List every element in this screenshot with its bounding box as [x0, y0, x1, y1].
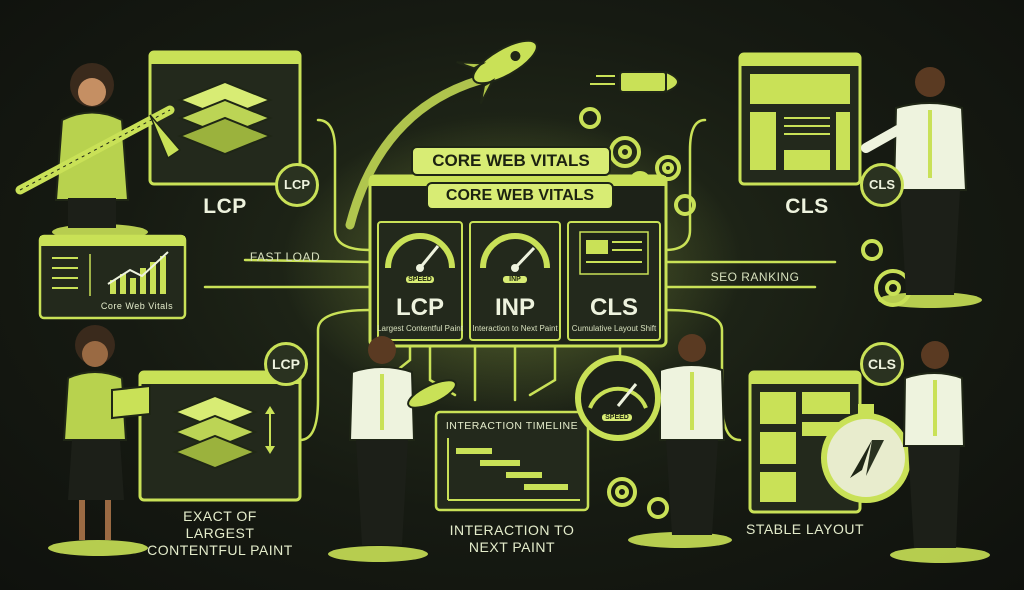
- person-with-caliper: [15, 63, 182, 240]
- caption-line: LARGEST: [185, 525, 255, 541]
- caption-line: STABLE LAYOUT: [745, 521, 864, 537]
- label-gauge-speed: SPEED: [602, 414, 632, 421]
- person-pointing-layout: [861, 67, 982, 308]
- cls-window-bottom: [748, 370, 862, 514]
- metric-cls-desc: Cumulative Layout Shift: [571, 324, 657, 333]
- title-pill-outer: CORE WEB VITALS: [411, 146, 611, 176]
- metric-inp-desc: Interaction to Next Paint: [472, 324, 558, 333]
- badge-lcp-top: LCP: [275, 163, 319, 207]
- gauge-label-inp: INP: [503, 276, 527, 283]
- person-with-rocket: [328, 336, 457, 562]
- badge-cls-top: CLS: [860, 163, 904, 207]
- metric-lcp-desc: Largest Contentful Paint: [377, 324, 463, 333]
- label-lcp-top: LCP: [203, 195, 247, 218]
- mini-dashboard-panel: [38, 234, 187, 320]
- lcp-window-bottom: [138, 370, 302, 502]
- rocket-trail: [345, 75, 485, 230]
- badge-cls-bottom: CLS: [860, 342, 904, 386]
- caption-bottom-center: INTERACTION TO NEXT PAINT: [436, 522, 588, 556]
- cls-window-top: [738, 52, 862, 186]
- lcp-window-top: [148, 50, 302, 186]
- label-mini-dashboard: Core Web Vitals: [100, 301, 174, 311]
- stopwatch-icon: [821, 404, 911, 503]
- label-fast-load: FAST LOAD: [249, 250, 321, 264]
- label-seo-ranking: SEO RANKING: [710, 270, 800, 284]
- caption-bottom-left: EXACT OF LARGEST CONTENTFUL PAINT: [140, 508, 300, 559]
- caption-line: EXACT OF: [183, 508, 257, 524]
- caption-bottom-right: STABLE LAYOUT: [745, 521, 865, 538]
- metric-inp: INP: [494, 294, 535, 321]
- connector-lines: [203, 118, 837, 442]
- title-pill-inner: CORE WEB VITALS: [426, 182, 614, 210]
- person-with-gauge: [575, 334, 732, 548]
- label-cls-top: CLS: [785, 195, 829, 218]
- caption-line: INTERACTION TO: [449, 522, 575, 538]
- badge-lcp-bottom: LCP: [264, 342, 308, 386]
- gauge-label-speed: SPEED: [406, 276, 434, 283]
- caption-line: NEXT PAINT: [468, 539, 556, 555]
- interaction-timeline-panel: [434, 410, 590, 512]
- rocket-icon: [456, 39, 538, 105]
- metric-cls: CLS: [590, 294, 638, 321]
- person-with-laptop: [48, 325, 151, 556]
- bullet-icon: [590, 70, 679, 94]
- person-with-stopwatch: [890, 341, 990, 563]
- caption-line: CONTENTFUL PAINT: [147, 542, 293, 558]
- label-interaction-timeline: INTERACTION TIMELINE: [445, 420, 579, 432]
- metric-lcp: LCP: [396, 294, 444, 321]
